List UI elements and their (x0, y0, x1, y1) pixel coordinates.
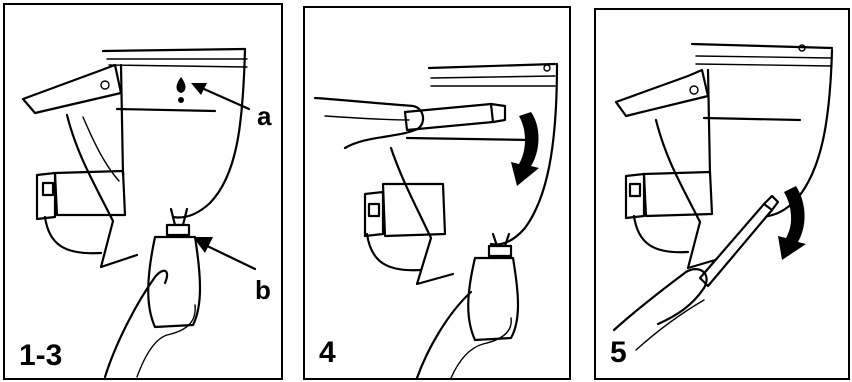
oil-drip-icon (177, 77, 186, 103)
rotation-arrow-icon (511, 112, 539, 186)
step-label: 4 (319, 338, 336, 368)
rotation-arrow-icon (778, 186, 806, 260)
panel-step-5: 5 (594, 8, 850, 380)
gearcase-drain-illustration (5, 5, 281, 378)
vent-screw-illustration (305, 8, 569, 378)
step-label: 1-3 (19, 341, 62, 371)
panel-step-1-3: a b 1-3 (3, 3, 283, 380)
panel-step-4: 4 (303, 6, 571, 380)
drain-screw-illustration (596, 10, 848, 378)
callout-a-label: a (257, 103, 271, 129)
step-label: 5 (610, 338, 627, 368)
callout-b-label: b (255, 277, 271, 303)
